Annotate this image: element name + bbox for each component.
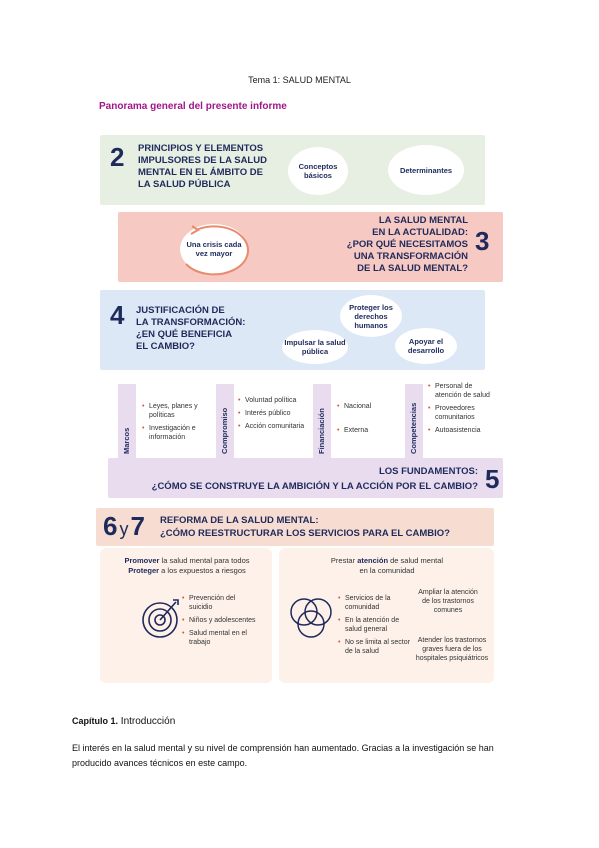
bubble-conceptos: Conceptos básicos (288, 147, 348, 195)
list-item: En la atención de salud general (338, 616, 412, 634)
bubble-determinantes: Determinantes (388, 145, 464, 195)
list-item: Autoasistencia (428, 426, 498, 435)
note-ampliar: Ampliar la atención de los trastornos co… (418, 589, 478, 614)
tab-marcos-label: Marcos (122, 427, 131, 454)
left-panel-list: Prevención del suicidio Niños y adolesce… (182, 594, 260, 651)
tab-compromiso-label: Compromiso (220, 407, 229, 454)
section-67-line2: ¿CÓMO REESTRUCTURAR LOS SERVICIOS PARA E… (160, 528, 450, 539)
financiacion-list: Nacional Externa (337, 402, 397, 439)
prestar-atencion: Prestar atención de salud mental en la c… (330, 556, 444, 575)
list-item: Niños y adolescentes (182, 616, 260, 625)
tab-financiacion-label: Financiación (317, 408, 326, 454)
section-5-number: 5 (485, 464, 500, 494)
compromiso-list: Voluntad política Interés público Acción… (238, 396, 310, 435)
chapter-heading: Capítulo 1. Introducción (72, 716, 176, 727)
tab-financiacion (313, 384, 331, 458)
competencias-list: Personal de atención de salud Proveedore… (428, 382, 498, 439)
note-atender: Atender los trastornos graves fuera de l… (415, 637, 489, 662)
section-5-line1: LOS FUNDAMENTOS: (378, 466, 478, 477)
list-item: Servicios de la comunidad (338, 594, 412, 612)
list-item: Salud mental en el trabajo (182, 629, 260, 647)
tab-competencias (405, 384, 423, 458)
list-item: Interés público (238, 409, 310, 418)
bubble-salud-publica: Impulsar la salud pública (282, 330, 348, 364)
tema-title: Tema 1: SALUD MENTAL (248, 75, 351, 85)
tab-competencias-label: Competencias (409, 402, 418, 454)
promover-proteger: Promover la salud mental para todos Prot… (124, 556, 250, 575)
venn-icon (290, 598, 332, 638)
list-item: Leyes, planes y políticas (142, 402, 212, 420)
list-item: Personal de atención de salud (428, 382, 498, 400)
section-5-line2: ¿CÓMO SE CONSTRUYE LA AMBICIÓN Y LA ACCI… (151, 481, 478, 492)
section-2-number: 2 (110, 142, 125, 172)
marcos-list: Leyes, planes y políticas Investigación … (142, 402, 212, 446)
list-item: Externa (337, 426, 397, 435)
list-item: Acción comunitaria (238, 422, 310, 431)
list-item: Investigación e información (142, 424, 212, 442)
list-item: No se limita al sector de la salud (338, 638, 412, 656)
tab-compromiso (216, 384, 234, 458)
section-5-box (108, 458, 503, 498)
intro-paragraph: El interés en la salud mental y su nivel… (72, 743, 494, 768)
target-icon (142, 599, 179, 638)
list-item: Nacional (337, 402, 397, 411)
panorama-title: Panorama general del presente informe (99, 101, 287, 112)
crisis-arrow-icon (185, 225, 249, 276)
section-67-line1: REFORMA DE LA SALUD MENTAL: (160, 515, 319, 526)
tab-marcos (118, 384, 136, 458)
bubble-derechos: Proteger los derechos humanos (340, 295, 402, 337)
bubble-desarrollo: Apoyar el desarrollo (395, 328, 457, 364)
right-panel-list: Servicios de la comunidad En la atención… (338, 594, 412, 660)
list-item: Prevención del suicidio (182, 594, 260, 612)
section-4-number: 4 (110, 300, 125, 330)
section-3-number: 3 (475, 226, 490, 256)
list-item: Voluntad política (238, 396, 310, 405)
section-67-box (96, 508, 494, 546)
list-item: Proveedores comunitarios (428, 404, 498, 422)
